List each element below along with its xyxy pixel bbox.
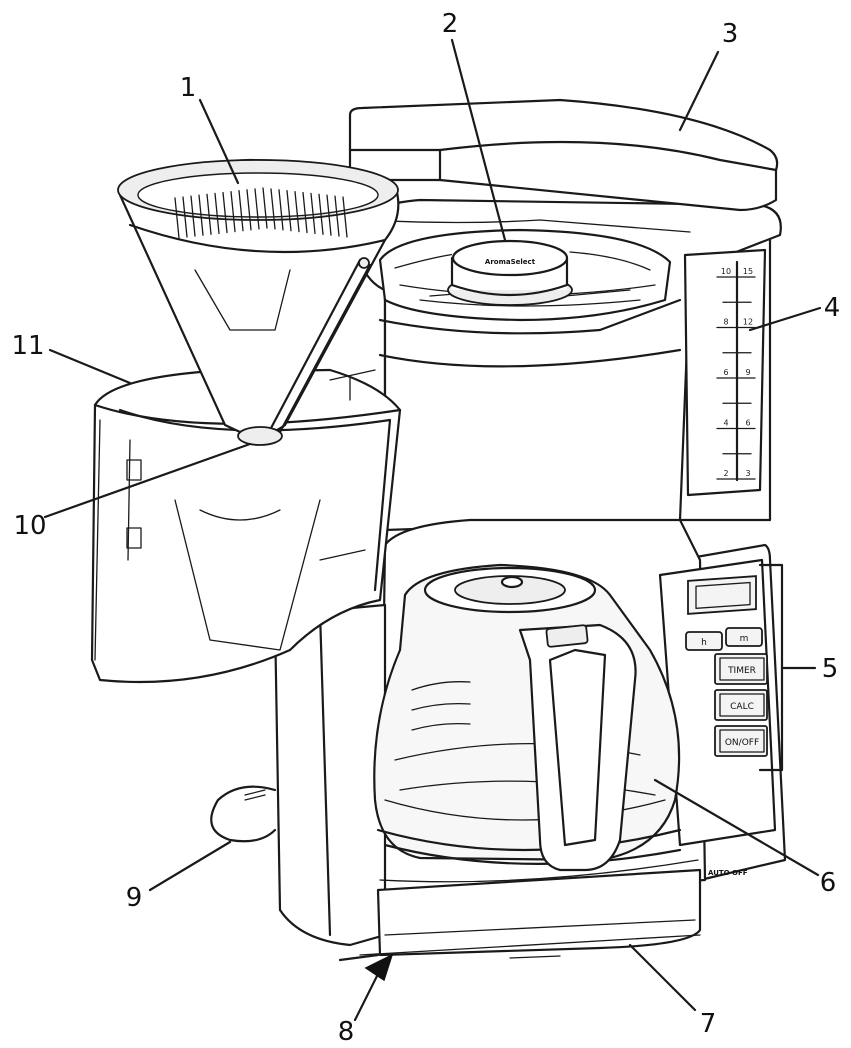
filter-pleat — [246, 189, 252, 231]
power-button-arrow-icon — [364, 953, 394, 982]
filter-pleat — [262, 187, 268, 229]
callout-8: 8 — [338, 1017, 355, 1047]
scale-label-left: 8 — [723, 318, 728, 327]
filter-pleat — [334, 195, 340, 237]
glass-jug — [373, 563, 682, 872]
scale-label-right: 12 — [743, 318, 753, 327]
svg-text:m: m — [740, 634, 749, 644]
filter-pleat — [182, 196, 188, 238]
callout-1: 1 — [180, 73, 197, 103]
filter-pleat — [222, 191, 228, 234]
filter-pleat — [198, 194, 204, 236]
filter-pleat — [294, 190, 300, 233]
svg-text:TIMER: TIMER — [727, 666, 756, 676]
callout-5: 5 — [822, 654, 839, 684]
filter-pleat — [302, 191, 308, 234]
callout-numbers: 1 2 3 4 5 6 7 8 9 10 11 — [11, 9, 840, 1047]
scale-label-right: 3 — [745, 469, 750, 478]
svg-text:CALC: CALC — [730, 702, 754, 712]
filter-pleat — [190, 195, 196, 237]
filter-pleat — [206, 193, 212, 235]
scale-label-left: 6 — [723, 368, 728, 377]
filter-cone — [117, 158, 400, 446]
callout-leaders — [43, 38, 822, 1022]
filter-pleat — [230, 190, 236, 233]
callout-4: 4 — [824, 293, 841, 323]
svg-text:h: h — [701, 638, 707, 648]
calc-button[interactable]: CALC — [714, 689, 768, 721]
filter-pleat — [214, 192, 220, 235]
filter-pleat — [310, 192, 316, 235]
filter-pleat — [278, 189, 284, 231]
filter-pleat — [254, 188, 260, 230]
scale-label-left: 2 — [723, 469, 728, 478]
filter-pleat — [342, 196, 348, 238]
scale-label-right: 15 — [743, 267, 753, 276]
scale-label-right: 9 — [745, 368, 750, 377]
callout-3: 3 — [722, 19, 739, 49]
callout-2: 2 — [442, 9, 459, 39]
timer-button[interactable]: TIMER — [714, 653, 768, 685]
filter-pleat — [326, 194, 332, 236]
filter-pleat — [270, 188, 276, 230]
lid — [348, 98, 779, 212]
svg-text:ON/OFF: ON/OFF — [725, 738, 759, 748]
callout-10: 10 — [13, 511, 46, 541]
control-panel: h m TIMER CALC ON/OFF AUTO OFF — [658, 558, 777, 877]
hour-button[interactable]: h — [685, 631, 723, 651]
scale-label-right: 6 — [745, 419, 750, 428]
scale-label-left: 10 — [721, 267, 731, 276]
filter-pleat — [238, 190, 244, 232]
scale-label-left: 4 — [723, 419, 728, 428]
minute-button[interactable]: m — [725, 627, 763, 647]
drip-stop-valve — [237, 426, 283, 446]
power-cord — [210, 785, 277, 843]
callout-7: 7 — [700, 1009, 717, 1039]
aroma-knob: AromaSelect — [447, 239, 573, 306]
callout-9: 9 — [126, 883, 143, 913]
filter-pleat — [174, 197, 180, 239]
water-level-window: 10 15 8 12 6 9 4 6 2 3 — [683, 248, 767, 497]
filter-pleat — [318, 193, 324, 235]
callout-6: 6 — [820, 868, 837, 898]
hotplate-base-block — [376, 868, 702, 957]
filter-pleat — [286, 190, 292, 232]
callout-11: 11 — [11, 331, 44, 361]
knob-label: AromaSelect — [485, 258, 536, 266]
auto-off-label: AUTO OFF — [708, 869, 748, 877]
on-off-button[interactable]: ON/OFF — [714, 725, 768, 757]
